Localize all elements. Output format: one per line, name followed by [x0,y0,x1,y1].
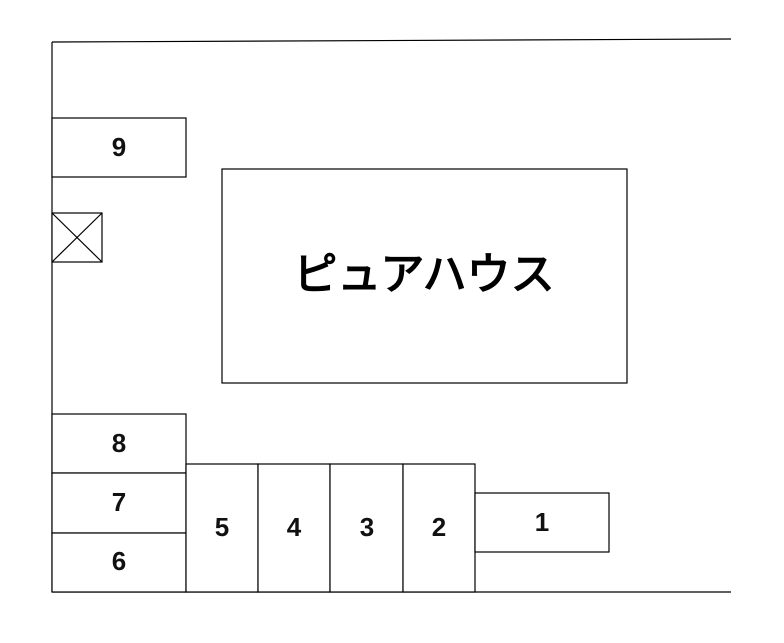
space-number: 3 [360,512,374,542]
space-number: 2 [432,512,446,542]
space-number: 5 [215,512,229,542]
parking-space-4[interactable]: 4 [257,463,331,593]
building-outline [221,168,628,384]
parking-space-5[interactable]: 5 [185,463,259,593]
parking-space-6[interactable]: 6 [51,532,187,593]
parking-space-1[interactable]: 1 [474,492,610,553]
space-number: 4 [287,512,302,542]
parking-space-7[interactable]: 7 [51,472,187,534]
parking-space-3[interactable]: 3 [329,463,404,593]
parking-space-8[interactable]: 8 [51,413,187,474]
space-number: 7 [112,487,126,517]
space-number: 1 [535,507,549,537]
parking-space-2[interactable]: 2 [402,463,476,593]
space-number: 6 [112,546,126,576]
space-number: 9 [112,132,126,162]
space-number: 8 [112,428,126,458]
building-name: ピュアハウス [293,249,554,300]
parking-space-9[interactable]: 9 [51,117,187,178]
building: ピュアハウス [221,168,628,384]
crossed-box-icon [51,212,103,263]
lot-boundary-top [51,38,732,43]
